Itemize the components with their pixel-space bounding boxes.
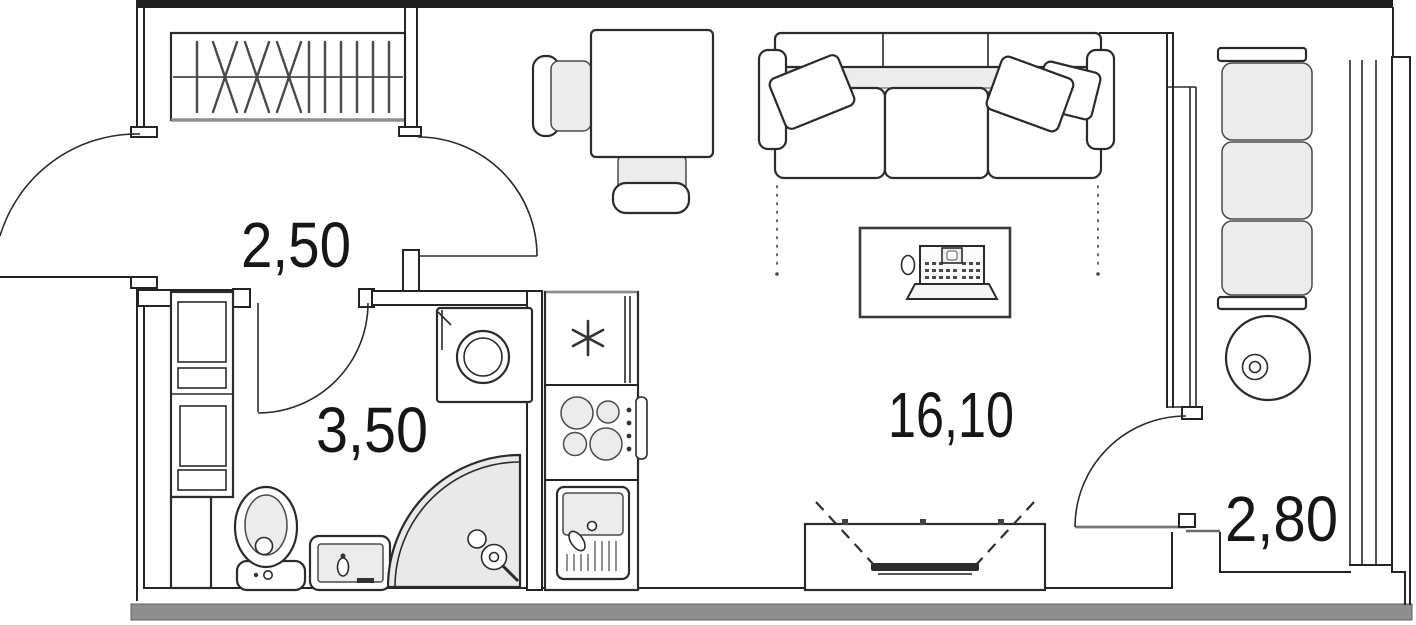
- chair: [531, 54, 592, 138]
- desk-with-two-chairs: [531, 28, 715, 215]
- laptop-icon: [905, 245, 999, 300]
- burner: [589, 427, 623, 461]
- bottom-outer-wall: [130, 603, 1413, 621]
- drain-icon: [467, 529, 487, 549]
- living-room-area-label: 16,10: [888, 379, 1014, 451]
- kitchen-unit: [543, 290, 648, 592]
- storage-cabinet-stack: [169, 290, 235, 590]
- faucet-icon: [568, 530, 586, 552]
- oven-handle: [635, 396, 648, 460]
- window-glazing: [1167, 86, 1197, 408]
- door-jamb: [232, 288, 251, 308]
- snowflake-icon: [571, 319, 605, 357]
- basin: [317, 543, 384, 583]
- door-jamb: [130, 276, 158, 289]
- balcony-bench: [1216, 46, 1313, 311]
- kitchen-sink: [555, 485, 631, 581]
- window-marker: [1178, 513, 1196, 528]
- door-jamb: [398, 126, 422, 137]
- stove-cooktop: [560, 396, 648, 461]
- wardrobe-with-hangers: [169, 31, 407, 122]
- three-seat-sofa: [757, 31, 1116, 276]
- toilet: [233, 485, 307, 592]
- balcony-window-glazing: [1349, 60, 1377, 565]
- door-jamb: [130, 126, 158, 138]
- balcony-door-swing-arc: [1074, 415, 1187, 528]
- corner-shower: [386, 453, 522, 589]
- burner: [562, 431, 588, 457]
- fridge: [571, 296, 631, 383]
- wall-stub: [402, 249, 420, 293]
- desk: [589, 28, 715, 159]
- drainboard: [566, 541, 617, 571]
- living-room-door: [417, 136, 538, 257]
- vanity-sink: [308, 534, 392, 592]
- keyboard-keys: [925, 262, 980, 279]
- basin: [562, 492, 624, 536]
- door-swing-arc: [417, 136, 538, 257]
- cushion: [1221, 220, 1313, 296]
- washing-machine: [435, 306, 534, 404]
- mouse-icon: [900, 254, 916, 276]
- cushion: [1221, 141, 1313, 220]
- tv-stand: [803, 501, 1047, 592]
- faucet-icon: [336, 557, 350, 577]
- hallway-area-label: 2,50: [241, 209, 351, 281]
- tall-cabinet: [169, 495, 213, 590]
- chair: [611, 152, 691, 215]
- right-outer-wall: [1392, 7, 1411, 605]
- burner: [596, 400, 620, 424]
- laptop-table: [858, 226, 1012, 319]
- door-swing-arc: [257, 302, 369, 414]
- tv-icon: [871, 563, 979, 571]
- tv-angle-dashes: [815, 501, 1035, 566]
- top-wall: [137, 0, 1393, 8]
- balcony: [1216, 46, 1406, 605]
- shower-faucet-icon: [480, 543, 508, 571]
- burner: [560, 396, 594, 430]
- seat-cushion: [883, 86, 990, 180]
- hangers-icon: [195, 40, 391, 114]
- pillow: [768, 54, 856, 130]
- living-balcony-partition: [1074, 32, 1221, 589]
- entrance-door: [0, 133, 141, 278]
- cushion: [1221, 62, 1313, 141]
- balcony-round-table: [1224, 314, 1312, 402]
- hall-living-partition: [398, 7, 422, 293]
- bathroom-door: [257, 302, 369, 414]
- pillow: [985, 55, 1075, 133]
- balcony-area-label: 2,80: [1225, 483, 1338, 555]
- door-jamb: [1181, 406, 1203, 420]
- door-swing-arc: [0, 133, 141, 237]
- bathroom-area-label: 3,50: [316, 394, 428, 466]
- laptop-base: [905, 283, 999, 300]
- outer-walls: [130, 0, 1413, 621]
